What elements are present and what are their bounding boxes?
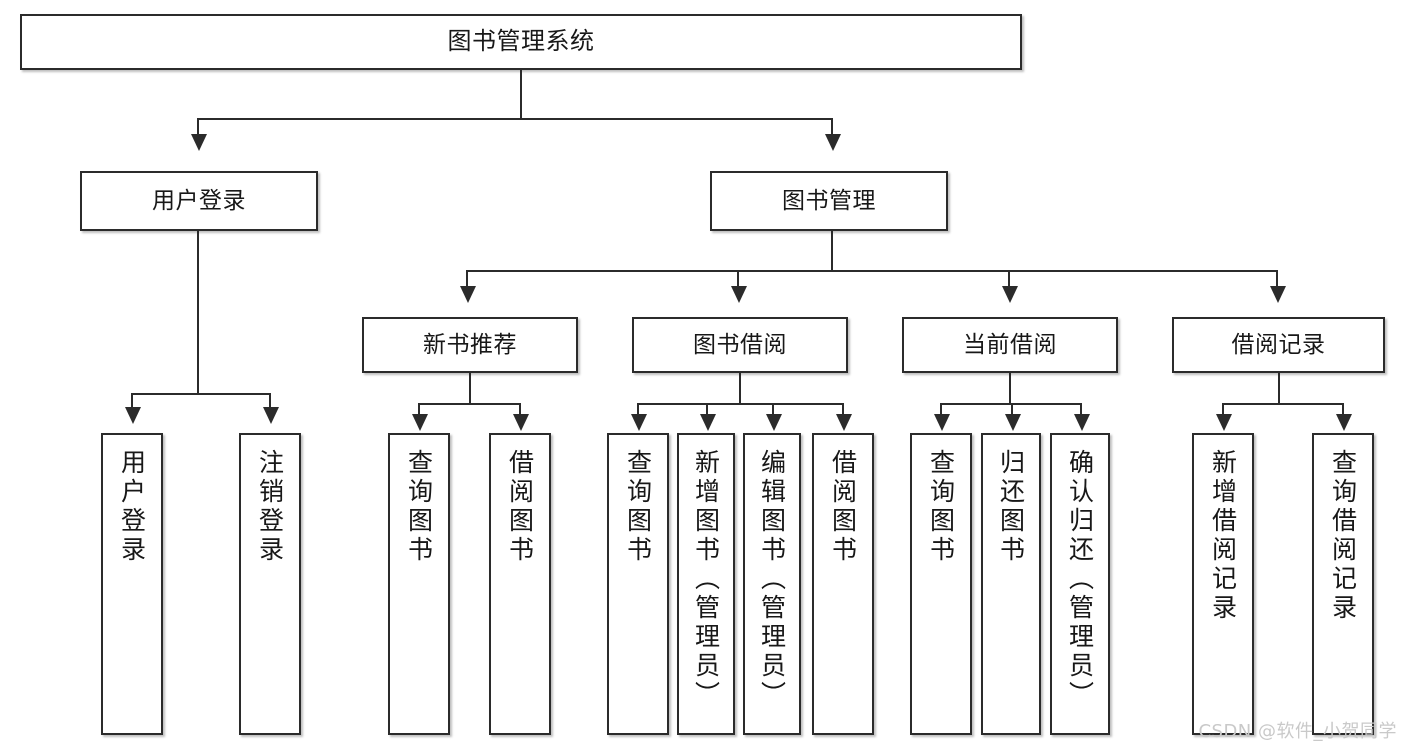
- node-label: 当前借阅: [963, 331, 1057, 358]
- node-label: 借阅记录: [1231, 331, 1326, 358]
- arrow-new-book-leaf-1: [412, 414, 428, 431]
- arrow-to-borrow-record: [1270, 286, 1286, 303]
- arrow-to-new-book: [460, 286, 476, 303]
- leaf-query-borrow-record[interactable]: 查询借阅记录: [1312, 433, 1374, 735]
- node-label: 查询图书: [404, 449, 434, 565]
- leaf-query-book-current[interactable]: 查询图书: [910, 433, 972, 735]
- node-label: 查询借阅记录: [1328, 449, 1358, 623]
- connector-book-borrow-drop-2: [706, 403, 709, 417]
- connector-to-new-book: [466, 270, 469, 290]
- node-label: 新增借阅记录: [1208, 449, 1238, 623]
- node-label: 注销登录: [255, 449, 285, 565]
- node-book-management[interactable]: 图书管理: [710, 171, 948, 231]
- connector-level3-bus: [466, 270, 1278, 273]
- leaf-return-book[interactable]: 归还图书: [981, 433, 1041, 735]
- node-label: 新书推荐: [423, 331, 517, 358]
- connector-borrow-record-stem: [1278, 373, 1281, 405]
- arrow-current-borrow-leaf-2: [1005, 414, 1021, 431]
- node-label: 确认归还（管理员）: [1065, 449, 1095, 710]
- leaf-confirm-return-admin[interactable]: 确认归还（管理员）: [1050, 433, 1110, 735]
- node-label: 编辑图书（管理员）: [757, 449, 787, 710]
- arrow-book-borrow-leaf-1: [631, 414, 647, 431]
- leaf-query-book-borrow[interactable]: 查询图书: [607, 433, 669, 735]
- node-label: 查询图书: [623, 449, 653, 565]
- node-user-login[interactable]: 用户登录: [80, 171, 318, 231]
- node-borrow-record[interactable]: 借阅记录: [1172, 317, 1385, 373]
- connector-level2-bus: [197, 118, 833, 121]
- connector-borrow-record-drop-1: [1222, 403, 1225, 417]
- node-label: 图书管理系统: [447, 27, 595, 56]
- arrow-new-book-leaf-2: [513, 414, 529, 431]
- arrow-to-book-manage: [825, 134, 841, 151]
- connector-user-login-stem: [197, 231, 200, 395]
- node-label: 归还图书: [996, 449, 1026, 565]
- csdn-watermark: CSDN @软件_小贺同学: [1198, 721, 1397, 742]
- connector-book-borrow-bus: [637, 403, 844, 406]
- connector-new-book-bus: [418, 403, 521, 406]
- connector-book-borrow-drop-3: [772, 403, 775, 417]
- node-current-borrow[interactable]: 当前借阅: [902, 317, 1118, 373]
- connector-new-book-drop-1: [418, 403, 421, 417]
- node-root-system[interactable]: 图书管理系统: [20, 14, 1022, 70]
- arrow-borrow-record-leaf-1: [1216, 414, 1232, 431]
- node-book-borrow[interactable]: 图书借阅: [632, 317, 848, 373]
- leaf-edit-book-admin[interactable]: 编辑图书（管理员）: [743, 433, 801, 735]
- leaf-add-book-admin[interactable]: 新增图书（管理员）: [677, 433, 735, 735]
- leaf-borrow-book-recommend[interactable]: 借阅图书: [489, 433, 551, 735]
- node-new-book-recommend[interactable]: 新书推荐: [362, 317, 578, 373]
- arrow-current-borrow-leaf-3: [1074, 414, 1090, 431]
- connector-to-current-borrow: [1008, 270, 1011, 290]
- connector-book-borrow-drop-4: [842, 403, 845, 417]
- leaf-add-borrow-record[interactable]: 新增借阅记录: [1192, 433, 1254, 735]
- leaf-user-login[interactable]: 用户登录: [101, 433, 163, 735]
- leaf-logout[interactable]: 注销登录: [239, 433, 301, 735]
- connector-to-user-login: [197, 118, 200, 138]
- node-label: 借阅图书: [505, 449, 535, 565]
- connector-borrow-record-drop-2: [1342, 403, 1345, 417]
- connector-book-borrow-stem: [739, 373, 742, 405]
- arrow-borrow-record-leaf-2: [1336, 414, 1352, 431]
- node-label: 图书借阅: [693, 331, 787, 358]
- connector-book-manage-stem: [831, 231, 834, 272]
- leaf-query-book-recommend[interactable]: 查询图书: [388, 433, 450, 735]
- node-label: 借阅图书: [828, 449, 858, 565]
- connector-user-login-drop-1: [131, 393, 134, 411]
- arrow-to-book-borrow: [731, 286, 747, 303]
- connector-user-login-drop-2: [269, 393, 272, 411]
- node-label: 查询图书: [926, 449, 956, 565]
- connector-to-book-borrow: [737, 270, 740, 290]
- arrow-user-login-leaf-2: [263, 407, 279, 424]
- connector-root-stem: [520, 70, 523, 120]
- connector-current-borrow-drop-1: [940, 403, 943, 417]
- connector-borrow-record-bus: [1222, 403, 1344, 406]
- arrow-book-borrow-leaf-2: [700, 414, 716, 431]
- arrow-to-current-borrow: [1002, 286, 1018, 303]
- node-label: 新增图书（管理员）: [691, 449, 721, 710]
- arrow-user-login-leaf-1: [125, 407, 141, 424]
- node-label: 图书管理: [782, 187, 876, 214]
- arrow-book-borrow-leaf-4: [836, 414, 852, 431]
- connector-current-borrow-drop-3: [1080, 403, 1083, 417]
- arrow-to-user-login: [191, 134, 207, 151]
- arrow-current-borrow-leaf-1: [934, 414, 950, 431]
- connector-current-borrow-drop-2: [1011, 403, 1014, 417]
- connector-user-login-bus: [131, 393, 269, 396]
- arrow-book-borrow-leaf-3: [766, 414, 782, 431]
- connector-current-borrow-stem: [1009, 373, 1012, 405]
- leaf-borrow-book[interactable]: 借阅图书: [812, 433, 874, 735]
- connector-book-borrow-drop-1: [637, 403, 640, 417]
- connector-to-borrow-record: [1276, 270, 1279, 290]
- connector-new-book-stem: [469, 373, 472, 405]
- node-label: 用户登录: [117, 449, 147, 565]
- connector-new-book-drop-2: [519, 403, 522, 417]
- connector-to-book-manage: [831, 118, 834, 138]
- node-label: 用户登录: [152, 187, 246, 214]
